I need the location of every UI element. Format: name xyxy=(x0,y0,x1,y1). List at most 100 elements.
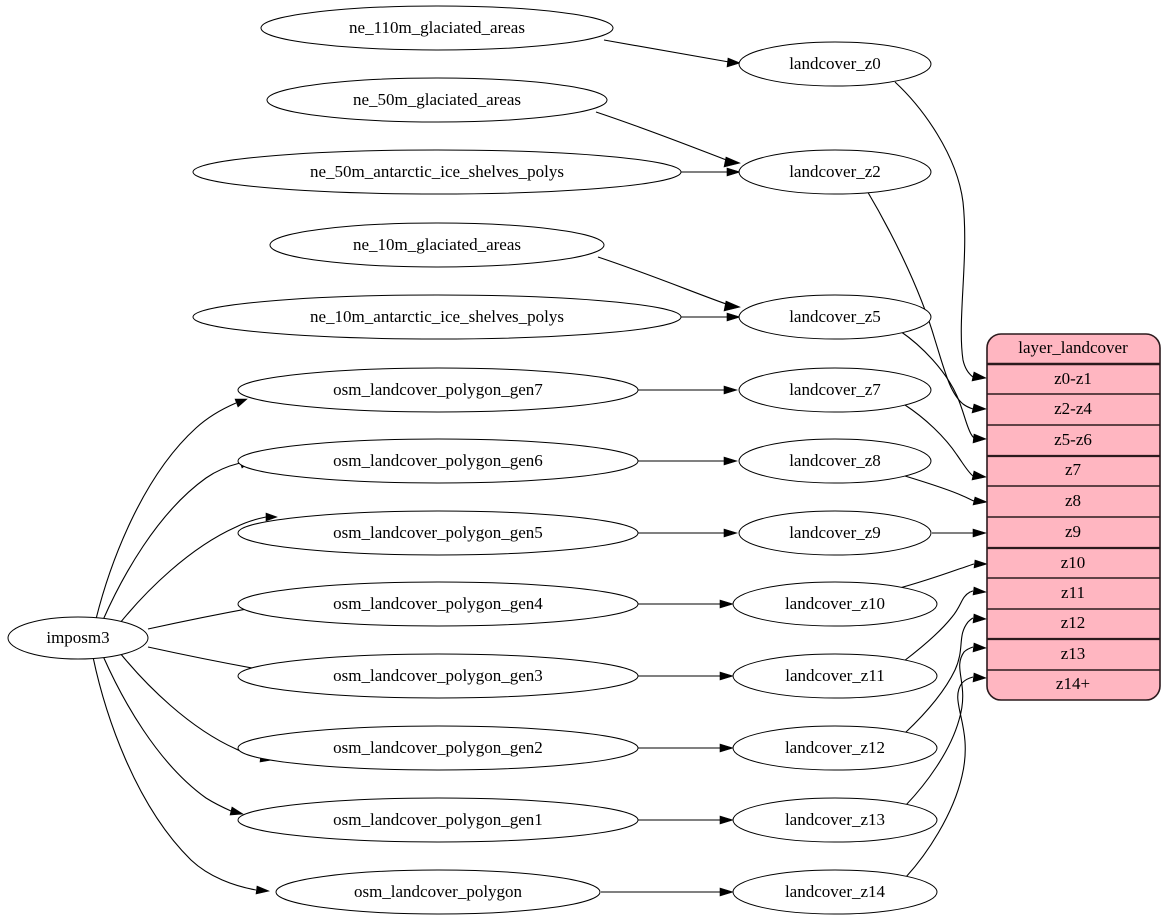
edge-gen7-to-z7 xyxy=(638,385,739,395)
node-ne-10m-glaciated-areas[interactable]: ne_10m_glaciated_areas xyxy=(269,222,605,268)
table-row-z9[interactable]: z9 xyxy=(1065,522,1081,541)
edge-layer xyxy=(92,39,989,897)
edge-osmpolygon-to-z14 xyxy=(601,887,735,897)
node-osm-landcover-polygon-gen2-label: osm_landcover_polygon_gen2 xyxy=(333,738,543,757)
node-osm-landcover-polygon-gen6[interactable]: osm_landcover_polygon_gen6 xyxy=(237,438,639,484)
node-ne-10m-glaciated-areas-shape[interactable] xyxy=(269,222,605,268)
layer-landcover-table[interactable]: layer_landcover z0-z1 z2-z4 z5-z6 z7 z8 … xyxy=(986,333,1161,701)
node-osm-landcover-polygon-gen5[interactable]: osm_landcover_polygon_gen5 xyxy=(237,510,639,556)
node-osm-landcover-polygon[interactable]: osm_landcover_polygon xyxy=(275,869,601,915)
edge-gen6-to-z8 xyxy=(638,456,739,466)
node-osm-landcover-polygon-gen2-shape[interactable] xyxy=(237,725,639,771)
node-landcover-z0-shape[interactable] xyxy=(738,41,932,87)
node-landcover-z13[interactable]: landcover_z13 xyxy=(732,797,938,843)
edge-ne10m-glaciated-to-z5 xyxy=(597,256,741,312)
table-row-separators xyxy=(987,362,1160,671)
edge-z9-to-row-z9 xyxy=(932,528,988,538)
table-border xyxy=(986,333,1161,701)
node-ne-110m-glaciated-areas-label: ne_110m_glaciated_areas xyxy=(349,18,525,37)
edge-ne50m-antarctic-to-z2 xyxy=(681,167,742,177)
node-osm-landcover-polygon-gen3-shape[interactable] xyxy=(237,653,639,699)
node-landcover-z14[interactable]: landcover_z14 xyxy=(732,869,938,915)
node-osm-landcover-polygon-gen1[interactable]: osm_landcover_polygon_gen1 xyxy=(237,797,639,843)
node-osm-landcover-polygon-gen6-shape[interactable] xyxy=(237,438,639,484)
node-imposm3[interactable]: imposm3 xyxy=(7,616,149,660)
node-ne-50m-glaciated-areas-label: ne_50m_glaciated_areas xyxy=(353,90,521,109)
edge-z7-to-row-z7 xyxy=(904,404,987,481)
node-ne-10m-antarctic-ice-shelves-polys[interactable]: ne_10m_antarctic_ice_shelves_polys xyxy=(192,294,682,340)
node-landcover-z10[interactable]: landcover_z10 xyxy=(732,581,938,627)
node-landcover-z5[interactable]: landcover_z5 xyxy=(738,294,932,340)
node-ne-50m-antarctic-ice-shelves-polys-shape[interactable] xyxy=(192,149,682,195)
node-landcover-z13-shape[interactable] xyxy=(732,797,938,843)
node-osm-landcover-polygon-shape[interactable] xyxy=(275,869,601,915)
node-osm-landcover-polygon-gen7[interactable]: osm_landcover_polygon_gen7 xyxy=(237,367,639,413)
node-landcover-z8[interactable]: landcover_z8 xyxy=(738,438,932,484)
node-landcover-z12-shape[interactable] xyxy=(732,725,938,771)
edge-z14-to-row-z14plus xyxy=(905,672,987,878)
edge-gen5-to-z9 xyxy=(638,528,739,538)
node-landcover-z7-shape[interactable] xyxy=(738,367,932,413)
natural-earth-source-nodes: ne_110m_glaciated_areas ne_50m_glaciated… xyxy=(192,5,682,340)
node-landcover-z0[interactable]: landcover_z0 xyxy=(738,41,932,87)
node-osm-landcover-polygon-gen4[interactable]: osm_landcover_polygon_gen4 xyxy=(237,581,639,627)
edge-imposm3-to-osm-polygon xyxy=(92,656,270,895)
edge-gen4-to-z10 xyxy=(638,599,735,609)
node-ne-10m-antarctic-ice-shelves-polys-label: ne_10m_antarctic_ice_shelves_polys xyxy=(310,307,564,326)
node-osm-landcover-polygon-label: osm_landcover_polygon xyxy=(354,882,523,901)
node-landcover-z11-label: landcover_z11 xyxy=(785,666,884,685)
node-landcover-z11-shape[interactable] xyxy=(732,653,938,699)
node-osm-landcover-polygon-gen7-label: osm_landcover_polygon_gen7 xyxy=(333,380,543,399)
node-landcover-z2-label: landcover_z2 xyxy=(789,162,881,181)
node-imposm3-shape[interactable] xyxy=(7,616,149,660)
node-landcover-z14-label: landcover_z14 xyxy=(785,882,886,901)
node-landcover-z7[interactable]: landcover_z7 xyxy=(738,367,932,413)
node-osm-landcover-polygon-gen4-shape[interactable] xyxy=(237,581,639,627)
node-landcover-z12[interactable]: landcover_z12 xyxy=(732,725,938,771)
node-landcover-z9[interactable]: landcover_z9 xyxy=(738,510,932,556)
table-row-z7[interactable]: z7 xyxy=(1065,460,1082,479)
table-row-z8[interactable]: z8 xyxy=(1065,491,1081,510)
node-landcover-z9-shape[interactable] xyxy=(738,510,932,556)
node-ne-50m-antarctic-ice-shelves-polys[interactable]: ne_50m_antarctic_ice_shelves_polys xyxy=(192,149,682,195)
node-landcover-z5-label: landcover_z5 xyxy=(789,307,881,326)
node-osm-landcover-polygon-gen1-label: osm_landcover_polygon_gen1 xyxy=(333,810,543,829)
node-ne-110m-glaciated-areas-shape[interactable] xyxy=(260,5,614,51)
edge-z12-to-row-z12 xyxy=(904,613,987,734)
node-landcover-z5-shape[interactable] xyxy=(738,294,932,340)
edge-imposm3-to-gen7 xyxy=(95,398,248,620)
node-landcover-z8-shape[interactable] xyxy=(738,438,932,484)
node-osm-landcover-polygon-gen4-label: osm_landcover_polygon_gen4 xyxy=(333,594,543,613)
node-osm-landcover-polygon-gen7-shape[interactable] xyxy=(237,367,639,413)
node-landcover-z14-shape[interactable] xyxy=(732,869,938,915)
node-osm-landcover-polygon-gen1-shape[interactable] xyxy=(237,797,639,843)
edge-gen1-to-z13 xyxy=(638,815,735,825)
table-row-z2-z4[interactable]: z2-z4 xyxy=(1054,399,1092,418)
table-row-z12[interactable]: z12 xyxy=(1061,613,1086,632)
node-landcover-z2-shape[interactable] xyxy=(738,149,932,195)
edge-z8-to-row-z8 xyxy=(904,475,989,506)
table-row-z5-z6[interactable]: z5-z6 xyxy=(1054,430,1092,449)
edge-z0-to-row-z0z1 xyxy=(894,81,987,382)
table-row-z11[interactable]: z11 xyxy=(1061,583,1085,602)
node-osm-landcover-polygon-gen3[interactable]: osm_landcover_polygon_gen3 xyxy=(237,653,639,699)
node-landcover-z10-shape[interactable] xyxy=(732,581,938,627)
node-ne-50m-glaciated-areas[interactable]: ne_50m_glaciated_areas xyxy=(266,77,608,123)
edge-imposm3-to-gen5 xyxy=(119,512,278,624)
table-body-fill xyxy=(987,348,1160,700)
node-ne-50m-glaciated-areas-shape[interactable] xyxy=(266,77,608,123)
table-row-z13[interactable]: z13 xyxy=(1061,644,1086,663)
node-landcover-z2[interactable]: landcover_z2 xyxy=(738,149,932,195)
node-osm-landcover-polygon-gen2[interactable]: osm_landcover_polygon_gen2 xyxy=(237,725,639,771)
edge-z10-to-row-z10 xyxy=(895,559,988,590)
table-row-z0-z1[interactable]: z0-z1 xyxy=(1054,369,1092,388)
node-ne-110m-glaciated-areas[interactable]: ne_110m_glaciated_areas xyxy=(260,5,614,51)
node-ne-10m-antarctic-ice-shelves-polys-shape[interactable] xyxy=(192,294,682,340)
osm-source-nodes: osm_landcover_polygon_gen7 osm_landcover… xyxy=(237,367,639,915)
node-osm-landcover-polygon-gen5-shape[interactable] xyxy=(237,510,639,556)
table-row-z14plus[interactable]: z14+ xyxy=(1056,674,1090,693)
table-header-label: layer_landcover xyxy=(1018,338,1128,357)
node-landcover-z11[interactable]: landcover_z11 xyxy=(732,653,938,699)
table-row-z10[interactable]: z10 xyxy=(1061,553,1086,572)
